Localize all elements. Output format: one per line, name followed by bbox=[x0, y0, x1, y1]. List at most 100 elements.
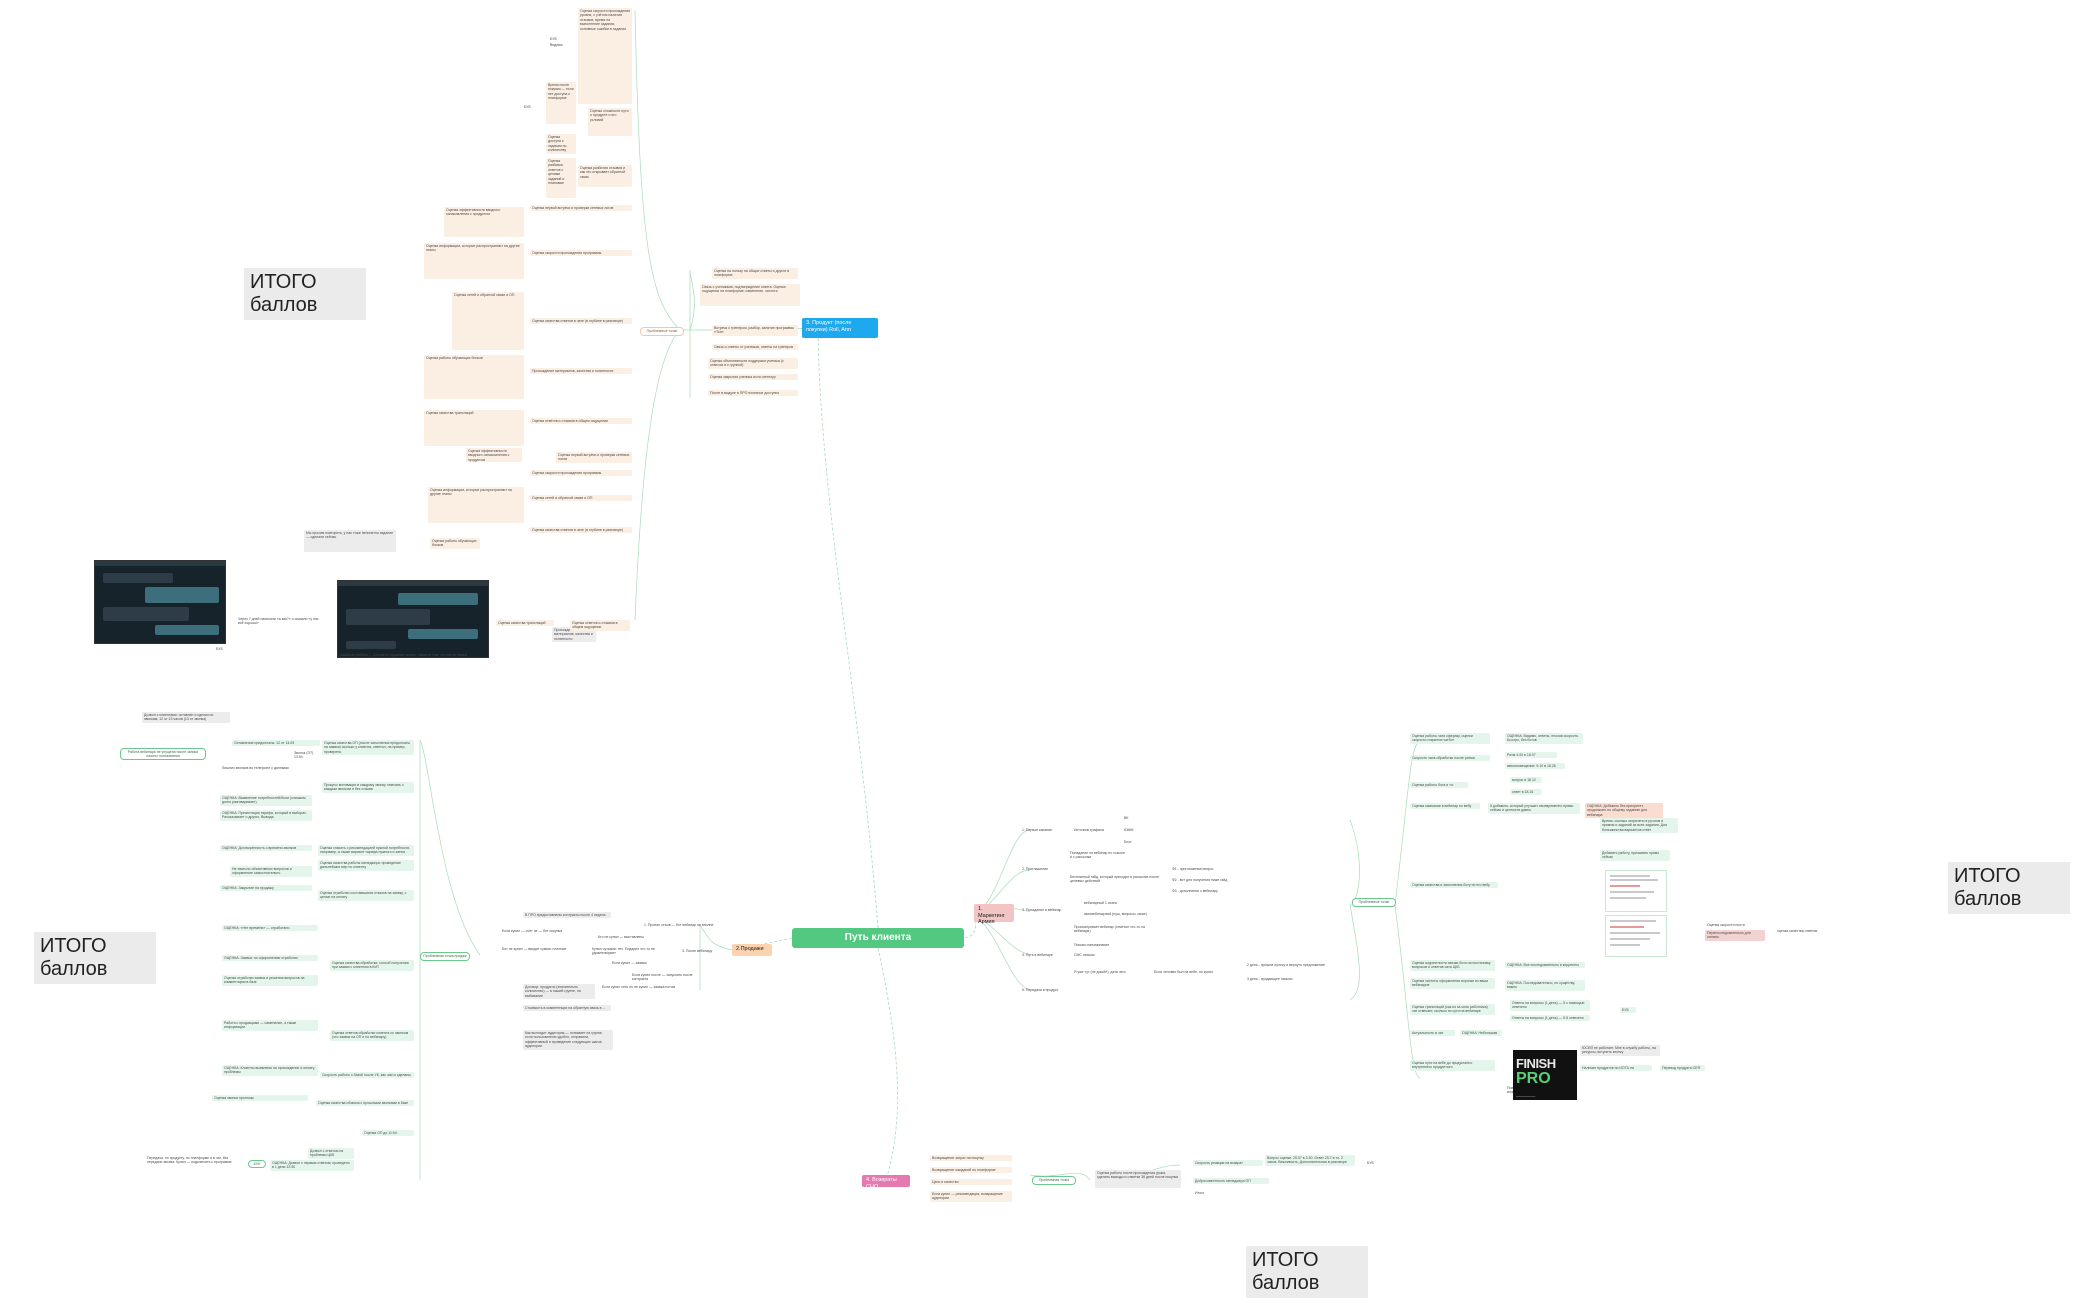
marketing-problem[interactable]: Оценка кампании в вебинар по вебу bbox=[1410, 803, 1480, 810]
marketing-problem[interactable]: Оценка корректности связки бота на поста… bbox=[1410, 960, 1495, 971]
marketing-problem[interactable]: оценка качества ответов bbox=[1777, 929, 1818, 933]
marketing-step[interactable]: Блог bbox=[1124, 840, 1132, 844]
marketing-problem[interactable]: Наличие продуктов по ИОТА на bbox=[1580, 1065, 1652, 1072]
sales-step[interactable]: Если купил — заявка bbox=[612, 961, 647, 965]
sales-problem[interactable]: Дозвон с клиентами: оставлен и сделки по… bbox=[142, 712, 230, 723]
product-node[interactable]: Оценка качества трансляций bbox=[424, 410, 524, 446]
sales-step[interactable]: 1. Пропал отзыв — бот вебинар не вполне bbox=[644, 923, 714, 927]
marketing-problem[interactable]: Оценка пути на вебе до продукта/его внут… bbox=[1410, 1060, 1495, 1071]
product-node[interactable]: Видимо bbox=[550, 43, 563, 47]
product-node[interactable]: Оценка сложности пути о продукте и его у… bbox=[588, 108, 632, 136]
product-node[interactable]: Оценка скорости прохождения программы bbox=[530, 470, 632, 477]
return-node[interactable]: Итого bbox=[1195, 1191, 1205, 1195]
marketing-problem[interactable]: 5 добавить, который улучшит своевременно… bbox=[1488, 803, 1580, 814]
sales-problem[interactable]: Оценка звонка прогнозы bbox=[212, 1095, 308, 1102]
branch-marketing[interactable]: 1. Маркетинг Армия bbox=[974, 904, 1014, 925]
return-node[interactable]: БУБ bbox=[1367, 1161, 1374, 1165]
sales-problem[interactable]: ОЦЕНКА: Выявление потребностей/боли (сли… bbox=[220, 795, 312, 806]
product-node[interactable]: Оценка ответов и отзывов в общем ощущени… bbox=[530, 418, 632, 425]
sales-step[interactable]: Купил чутками: тех. Подарил что то не уд… bbox=[592, 947, 655, 956]
sales-problem[interactable]: Процесс мотивации в каждому звонку отвеч… bbox=[322, 782, 414, 793]
product-node[interactable]: Оценка ответов и отзывов в общем ощущени… bbox=[570, 620, 630, 631]
marketing-problem-points[interactable]: Проблемные точки bbox=[1352, 898, 1396, 907]
marketing-problem[interactable]: Оценка качества и заполнения боту по его… bbox=[1410, 882, 1498, 889]
product-node[interactable]: Оценка скорости прохождения уровня, с уч… bbox=[578, 8, 632, 104]
sales-problem[interactable]: Скорость работы с базой после УК, как ча… bbox=[320, 1072, 414, 1079]
marketing-step[interactable]: Я уже тут (не дошёл), дата чего bbox=[1074, 970, 1126, 974]
product-node[interactable]: Оценка сетей и обратной связи и ОП bbox=[530, 495, 632, 502]
marketing-problem[interactable]: Оценка скорости поста bbox=[1707, 923, 1745, 927]
marketing-problem[interactable]: ОЦЕНКА: Видимо, ответы, плохая скорость.… bbox=[1505, 733, 1583, 744]
marketing-step[interactable]: Просматривает вебинар (отметил что-то на… bbox=[1074, 925, 1145, 934]
sales-problem[interactable]: Работа с продавцами — изменение, а также… bbox=[222, 1020, 318, 1031]
sales-step[interactable]: Бот не купил — вводит сумма: платные bbox=[502, 947, 567, 951]
return-node[interactable]: Скорость реакции на возврат bbox=[1193, 1160, 1263, 1167]
return-node[interactable]: Оценка работы после прохождения урока, с… bbox=[1095, 1170, 1181, 1188]
marketing-problem[interactable]: Актуальность в чат bbox=[1410, 1030, 1455, 1037]
marketing-step[interactable]: 3 день - продающее письмо bbox=[1247, 977, 1293, 981]
sales-problem[interactable]: Оценка отработки заявок и решения вопрос… bbox=[222, 975, 318, 986]
marketing-problem[interactable]: ОЦЕНКА: Последовательно, по существу, ва… bbox=[1505, 980, 1585, 991]
product-node[interactable]: Оценка первой встречи и проверки сетевых… bbox=[530, 205, 632, 212]
marketing-problem[interactable]: Ответы на вопросы (1 день) — 5.5 отвечен… bbox=[1510, 1015, 1590, 1022]
sales-problem[interactable]: Оставление предоплаты: 12 от 14.09 bbox=[232, 740, 320, 747]
marketing-problem[interactable]: ЮСЕЙ не работает. Мне в службу работы, н… bbox=[1580, 1045, 1660, 1056]
sales-step[interactable]: Стоимость в компетенции на обратную связ… bbox=[523, 1005, 611, 1012]
product-node[interactable]: Время после покупки — если нет доступа к… bbox=[546, 82, 576, 124]
sales-step[interactable]: Кто не купил — выставлены bbox=[598, 935, 644, 939]
marketing-step[interactable]: Источник трафика bbox=[1074, 828, 1104, 832]
branch-returns[interactable]: 4. Возвраты CHO bbox=[862, 1175, 910, 1190]
product-node[interactable]: После в модуле в ПРО полезное доступно bbox=[708, 390, 798, 397]
sales-problem[interactable]: БУБ bbox=[248, 1160, 266, 1168]
sales-problem[interactable]: Не хватило объективных вопросов и оформл… bbox=[230, 866, 312, 877]
sales-problem[interactable]: ОЦЕНКА: Презентация тарифа, который в вы… bbox=[220, 810, 312, 821]
marketing-problem[interactable]: Скорость чата-обработки после ритма bbox=[1410, 755, 1490, 762]
marketing-step[interactable]: 2 день - прошла пульсу и вернуть предлож… bbox=[1247, 963, 1325, 967]
marketing-step[interactable]: 2. Приглашение bbox=[1022, 867, 1049, 871]
marketing-problem[interactable]: автооповещение: 9.10 в 18.26 bbox=[1505, 763, 1565, 770]
sales-problem[interactable]: Оценка качества работы менеджера: провед… bbox=[318, 860, 414, 871]
marketing-problem[interactable]: ОЦЕНКА: Небольшая bbox=[1460, 1030, 1502, 1037]
marketing-problem[interactable]: ОЦЕНКА: Все последовательно и корректно bbox=[1505, 962, 1585, 969]
marketing-step[interactable]: 5. Передача в продукт bbox=[1022, 988, 1059, 992]
product-node[interactable]: Оценка на пользу на общие ответы и други… bbox=[712, 268, 798, 279]
marketing-problem[interactable]: ОЦЕНКА: Добавить без приоритет, продолжа… bbox=[1585, 803, 1663, 819]
product-node[interactable]: Оценка закрытия ученика из по ментору bbox=[708, 374, 798, 381]
marketing-step[interactable]: Ф3 - дополнение к вебинару bbox=[1172, 889, 1218, 893]
marketing-step[interactable]: Ф2 - вот для получения ниже гайд bbox=[1172, 878, 1228, 882]
marketing-step[interactable]: Бесплатный гайд, который приходит в расс… bbox=[1070, 875, 1160, 884]
marketing-problem[interactable]: Время, сколько затрачено в ручном и прям… bbox=[1600, 818, 1678, 834]
sales-step[interactable]: В ПРО предоставлены контракты после 4 не… bbox=[523, 912, 611, 919]
product-node[interactable]: Оценка разбития отзывов и как это открыв… bbox=[578, 165, 632, 187]
sales-step[interactable]: Как выглядит аудитория — понимает на гру… bbox=[523, 1030, 613, 1050]
marketing-problem[interactable]: Ответы на вопросы (1 день) — 5 с помощью… bbox=[1510, 1000, 1590, 1011]
sales-step[interactable]: Договор: продукты (значительно количеств… bbox=[523, 984, 595, 1000]
marketing-problem[interactable]: Оценка трансляций (как из за окна работн… bbox=[1410, 1004, 1495, 1015]
product-problem-points[interactable]: Проблемные точки bbox=[640, 327, 684, 336]
return-node[interactable]: Возвращение затрат на покупку bbox=[930, 1155, 1012, 1162]
product-node[interactable]: Оценка информации, которые распространяю… bbox=[428, 487, 524, 523]
sales-step[interactable]: 3. После вебинару bbox=[682, 949, 713, 953]
marketing-step[interactable]: Попадание на вебинар по ссылке и с рассы… bbox=[1070, 851, 1125, 860]
sales-step[interactable]: Если купил — счёт не — бот покупка bbox=[502, 929, 563, 933]
sales-problem[interactable]: Оценка качества обзвона с прошлыми звонк… bbox=[316, 1100, 414, 1107]
marketing-step[interactable]: Ф1 - приглашение/запрос bbox=[1172, 867, 1214, 871]
product-node[interactable]: Оценка сетей и обратной связи и ОП bbox=[452, 292, 524, 350]
product-node[interactable]: БУБ bbox=[524, 105, 531, 109]
branch-product[interactable]: 3. Продукт (после покупки) Roll, Ann bbox=[802, 318, 878, 338]
sales-problem[interactable]: ОЦЕНКА: «Нет времени» — отработано bbox=[222, 925, 318, 932]
product-node[interactable]: Встреча с тренером, разбор, занятие прог… bbox=[712, 325, 798, 336]
sales-step[interactable]: Если купил сеть но не купил — заявка пот… bbox=[602, 985, 676, 989]
marketing-problem[interactable]: Оценка работы чата сфераку, оценки скоро… bbox=[1410, 733, 1490, 744]
marketing-problem[interactable]: Перевод продукта СЕЯ bbox=[1660, 1065, 1705, 1072]
marketing-step[interactable]: 3. Попадание в вебинар bbox=[1022, 908, 1062, 912]
marketing-problem[interactable]: Оценка работы бота и т.п. bbox=[1410, 782, 1468, 789]
sales-problem[interactable]: ОЦЕНКА: Клиенты выявлены на прохождение … bbox=[222, 1065, 318, 1076]
marketing-step[interactable]: 4. Путь в вебинаре bbox=[1022, 953, 1053, 957]
sales-problem[interactable]: ОЦЕНКА: Договорённость о времени звонков bbox=[220, 845, 312, 852]
sales-problem[interactable]: Оценка качества ОП (после заполнения пре… bbox=[322, 740, 414, 756]
sales-problem[interactable]: Работа вебинара не упущена после записи … bbox=[120, 748, 206, 760]
sales-problem[interactable]: ОЦЕНКА: Дозвон с первым ответом: проведе… bbox=[270, 1160, 354, 1171]
marketing-problem[interactable]: Оценка чистоты оформления воронки из ваш… bbox=[1410, 978, 1495, 989]
product-node[interactable]: Оценка качества ответов в чате (в глубин… bbox=[530, 318, 632, 325]
